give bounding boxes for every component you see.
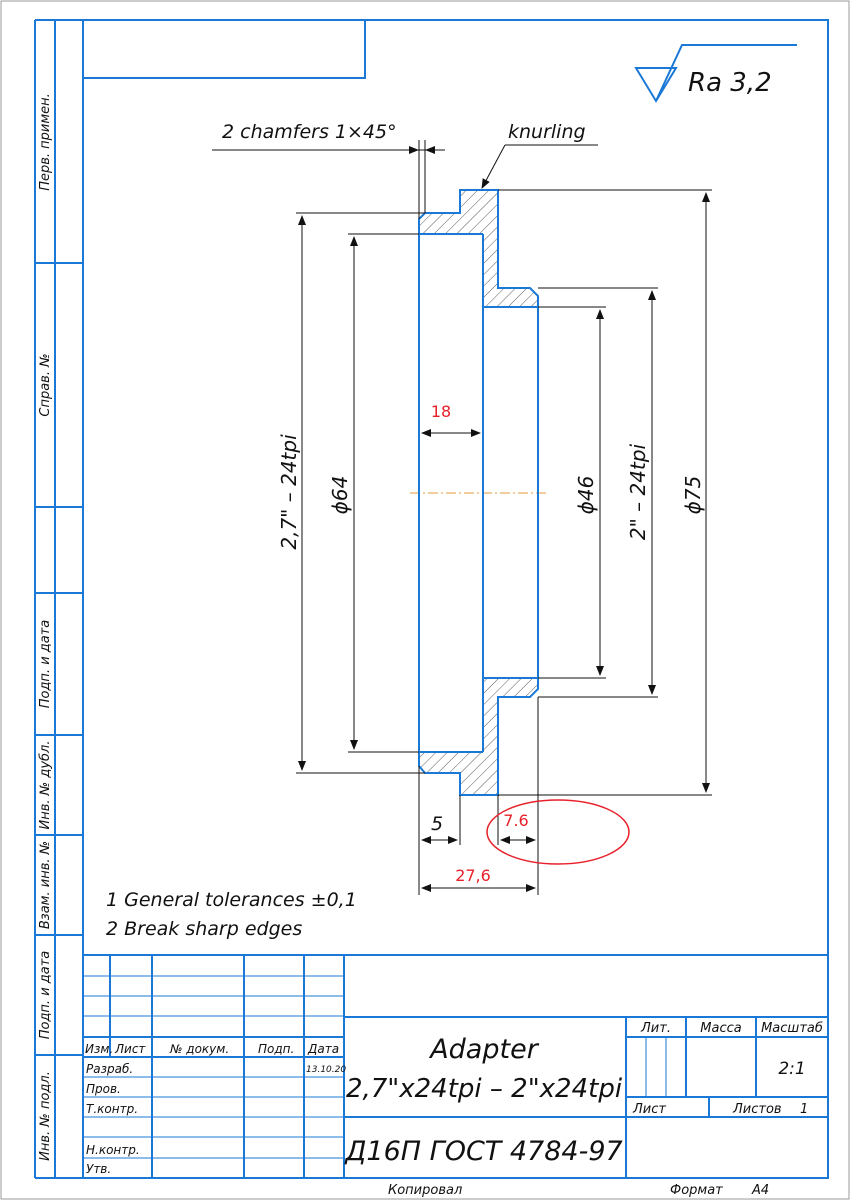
knurling-label: knurling	[508, 121, 586, 143]
main-frame	[82, 19, 829, 1179]
part-section-top	[419, 190, 538, 307]
sheet-label: Лист	[632, 1102, 666, 1117]
annotation-circle	[486, 799, 630, 865]
dim-27-6-label: 27,6	[455, 866, 491, 885]
hdr-izm: Изм.	[85, 1042, 113, 1056]
stamp-vzam-inv: Взам. инв. №	[38, 841, 53, 929]
scale-value: 2:1	[778, 1059, 805, 1079]
role-utv: Утв.	[86, 1162, 111, 1176]
masshtab-label: Масштаб	[761, 1021, 823, 1036]
sheets-count: 1	[800, 1102, 808, 1117]
roughness-value: Ra 3,2	[688, 68, 772, 98]
dim-18-label: 18	[431, 402, 451, 421]
copied-label: Копировал	[388, 1183, 462, 1198]
top-left-box	[82, 19, 366, 79]
dimension-lines	[212, 140, 712, 895]
role-tkontr: Т.контр.	[86, 1102, 138, 1116]
title-block	[83, 954, 828, 1178]
role-nkontr: Н.контр.	[86, 1143, 140, 1157]
stamp-sprav-no: Справ. №	[38, 353, 53, 416]
dim-5-label: 5	[431, 813, 443, 835]
role-razrab: Разраб.	[86, 1062, 133, 1076]
hdr-podp: Подп.	[258, 1042, 294, 1056]
part-name: Adapter	[428, 1034, 539, 1065]
dia46-label: ϕ46	[574, 476, 598, 515]
part-section-bottom	[419, 678, 538, 795]
part-outline	[418, 189, 539, 796]
role-prov: Пров.	[86, 1082, 121, 1096]
thread-right-label: 2" – 24tpi	[626, 443, 650, 540]
note-2: 2 Break sharp edges	[106, 918, 302, 940]
date-razrab: 13.10.20	[306, 1065, 346, 1075]
thread-left-label: 2,7" – 24tpi	[277, 434, 301, 550]
sheets-label: Листов	[732, 1102, 782, 1117]
stamp-podp-data-2: Подп. и дата	[38, 951, 53, 1040]
stamp-podp-data-1: Подп. и дата	[38, 620, 53, 709]
part-name-line2: 2,7"x24tpi – 2"x24tpi	[346, 1074, 623, 1104]
note-1: 1 General tolerances ±0,1	[106, 889, 357, 911]
hdr-doc: № докум.	[169, 1042, 229, 1056]
lit-label: Лит.	[640, 1021, 671, 1036]
format-label: Формат	[670, 1183, 723, 1198]
hdr-data: Дата	[307, 1042, 339, 1056]
format-value: A4	[751, 1183, 769, 1198]
material: Д16П ГОСТ 4784-97	[344, 1136, 622, 1167]
stamp-perv-primen: Перв. примен.	[38, 93, 53, 191]
dia75-label: ϕ75	[681, 476, 705, 515]
hdr-list: Лист	[114, 1042, 146, 1056]
massa-label: Масса	[700, 1021, 741, 1036]
stamp-inv-dubl: Инв. № дубл.	[38, 741, 53, 830]
roughness-symbol	[634, 44, 797, 103]
dim-7-6-label: 7.6	[503, 811, 528, 830]
side-stamp-strip	[34, 19, 83, 1179]
stamp-inv-podl: Инв. № подл.	[38, 1071, 53, 1161]
chamfers-label: 2 chamfers 1×45°	[222, 121, 397, 143]
dia64-label: ϕ64	[328, 476, 352, 515]
